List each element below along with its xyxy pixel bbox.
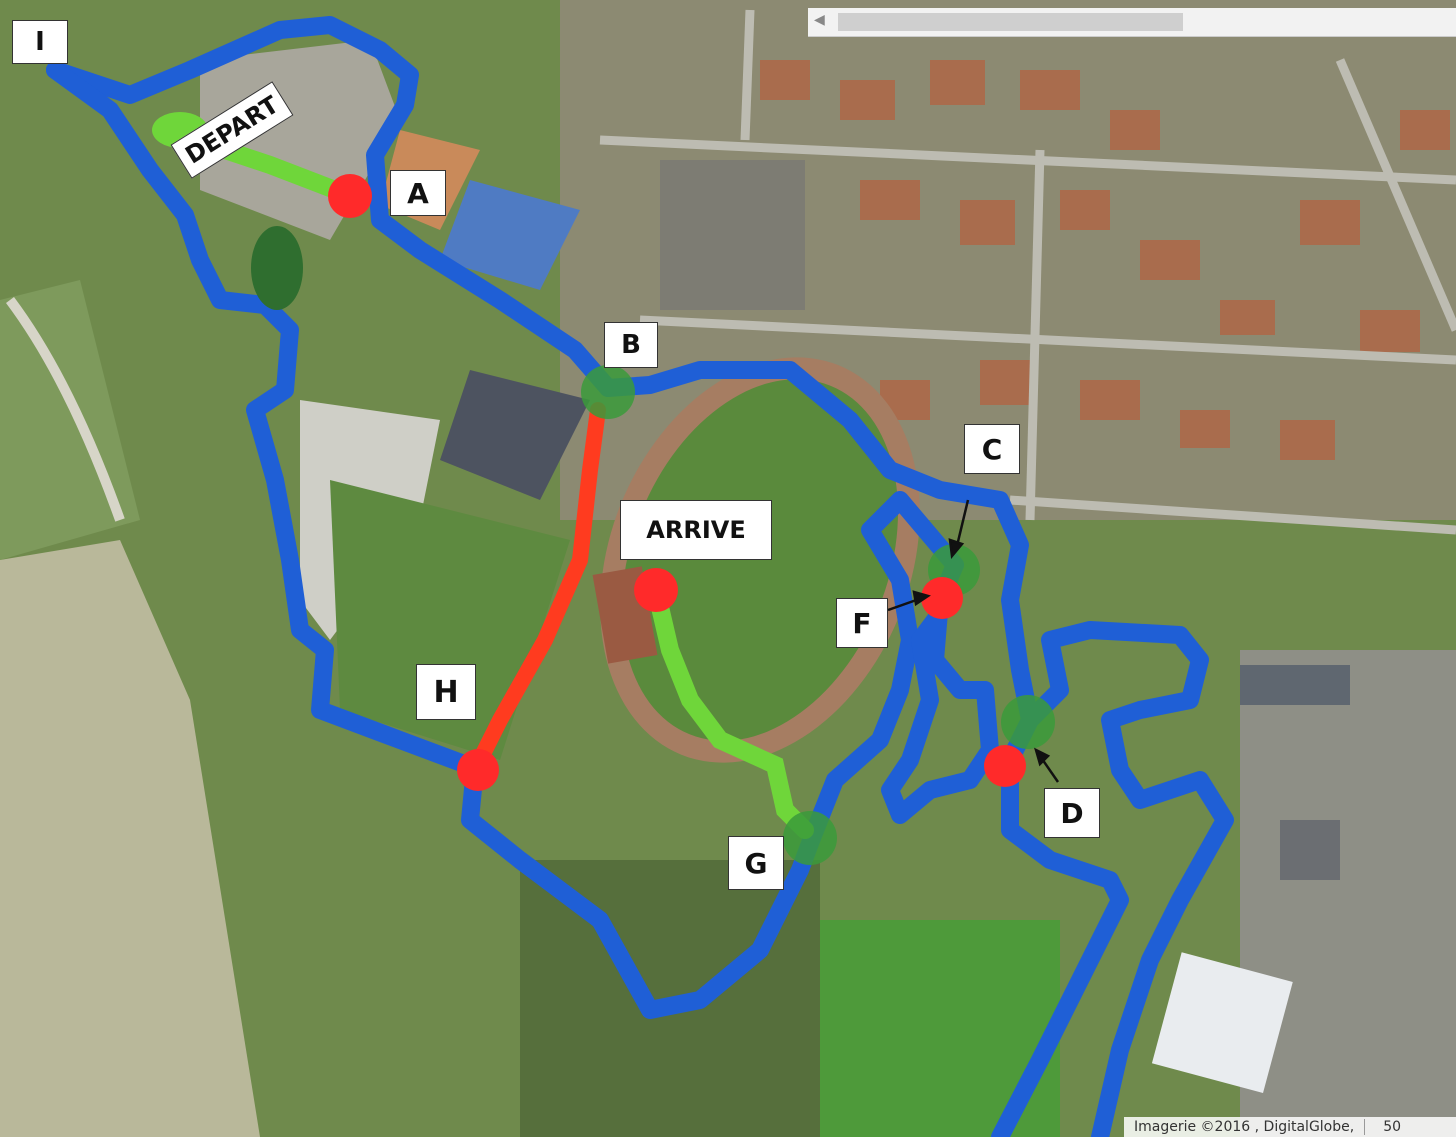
- industrial-area: [1240, 650, 1456, 1137]
- building-right-2: [1280, 820, 1340, 880]
- scroll-thumb[interactable]: [838, 13, 1183, 31]
- finish-marker: [634, 568, 678, 612]
- map-attribution: Imagerie ©2016 , DigitalGlobe, 50: [1124, 1117, 1456, 1137]
- pointer-arrows: [887, 499, 1060, 783]
- blue-tennis-courts: [440, 180, 580, 290]
- checkpoint-d-marker: [984, 745, 1026, 787]
- checkpoint-f-marker: [921, 577, 963, 619]
- green-zone-left: [251, 226, 303, 310]
- sports-hall: [440, 370, 590, 500]
- finish-route-green: [647, 581, 814, 839]
- route-red-b-to-h: [472, 402, 606, 768]
- label-arrive: ARRIVE: [620, 500, 772, 560]
- map-scrollbar[interactable]: ◀: [808, 8, 1456, 37]
- course-route-blue: [46, 16, 1234, 1137]
- checkpoint-b-zone: [581, 365, 635, 419]
- attribution-text: Imagerie ©2016 , DigitalGlobe,: [1134, 1119, 1355, 1135]
- town-roads: [599, 9, 1456, 535]
- label-g: G: [728, 836, 784, 890]
- chevron-left-icon[interactable]: ◀: [814, 12, 825, 28]
- label-c: C: [964, 424, 1020, 474]
- label-a: A: [390, 170, 446, 216]
- track-infield: [621, 379, 899, 741]
- label-b: B: [604, 322, 658, 368]
- checkpoint-d-zone: [1001, 695, 1055, 749]
- road-left: [5, 297, 125, 522]
- label-f: F: [836, 598, 888, 648]
- checkpoint-a-marker: [328, 174, 372, 218]
- label-h: H: [416, 664, 476, 720]
- scale-text: 50: [1364, 1119, 1401, 1135]
- warehouse-roof: [1151, 952, 1293, 1094]
- label-d: D: [1044, 788, 1100, 838]
- building-right: [1240, 665, 1350, 705]
- checkpoint-h-marker: [457, 749, 499, 791]
- parking-lot: [660, 160, 805, 310]
- label-i: I: [12, 20, 68, 64]
- field-area-left: [0, 540, 260, 1137]
- checkpoint-g-zone: [783, 811, 837, 865]
- town-houses: [760, 60, 1450, 460]
